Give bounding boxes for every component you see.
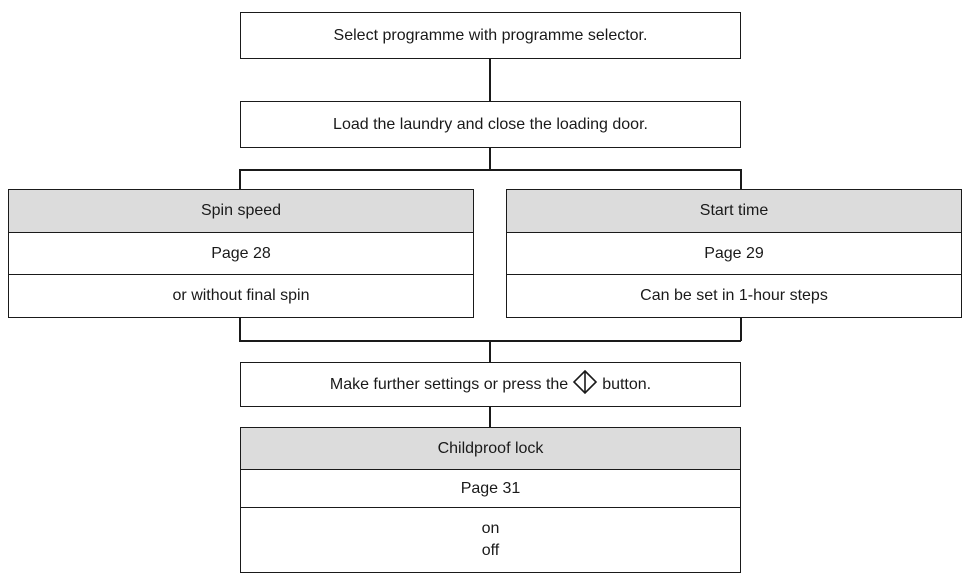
merge-right-rise [740, 317, 742, 341]
merge-left-rise [239, 317, 241, 341]
step-select-programme: Select programme with programme selector… [240, 12, 741, 59]
spin-speed-note: or without final spin [8, 275, 474, 318]
step-load-laundry: Load the laundry and close the loading d… [240, 101, 741, 148]
step-load-text: Load the laundry and close the loading d… [333, 115, 648, 133]
start-time-page: Page 29 [506, 233, 962, 275]
connector-load-branch [489, 147, 491, 170]
spin-speed-page: Page 28 [8, 233, 474, 275]
childproof-lock-title: Childproof lock [240, 427, 741, 470]
childproof-lock-page: Page 31 [240, 470, 741, 508]
further-text-before: Make further settings or press the [329, 375, 569, 393]
branch-right-drop [740, 169, 742, 189]
start-time-note: Can be set in 1-hour steps [506, 275, 962, 318]
connector-select-load [489, 58, 491, 101]
connector-merge-further [489, 340, 491, 363]
option-off: off [481, 542, 500, 559]
spin-speed-title: Spin speed [8, 189, 474, 233]
branch-top-bar [239, 169, 741, 171]
childproof-lock-options: on off [240, 508, 741, 573]
option-on: on [481, 520, 500, 537]
step-further-settings: Make further settings or press the butto… [240, 362, 741, 407]
start-time-title: Start time [506, 189, 962, 233]
start-button-icon [572, 369, 598, 400]
branch-left-drop [239, 169, 241, 189]
step-select-text: Select programme with programme selector… [333, 26, 648, 44]
further-text-after: button. [602, 375, 652, 393]
connector-further-lock [489, 406, 491, 427]
